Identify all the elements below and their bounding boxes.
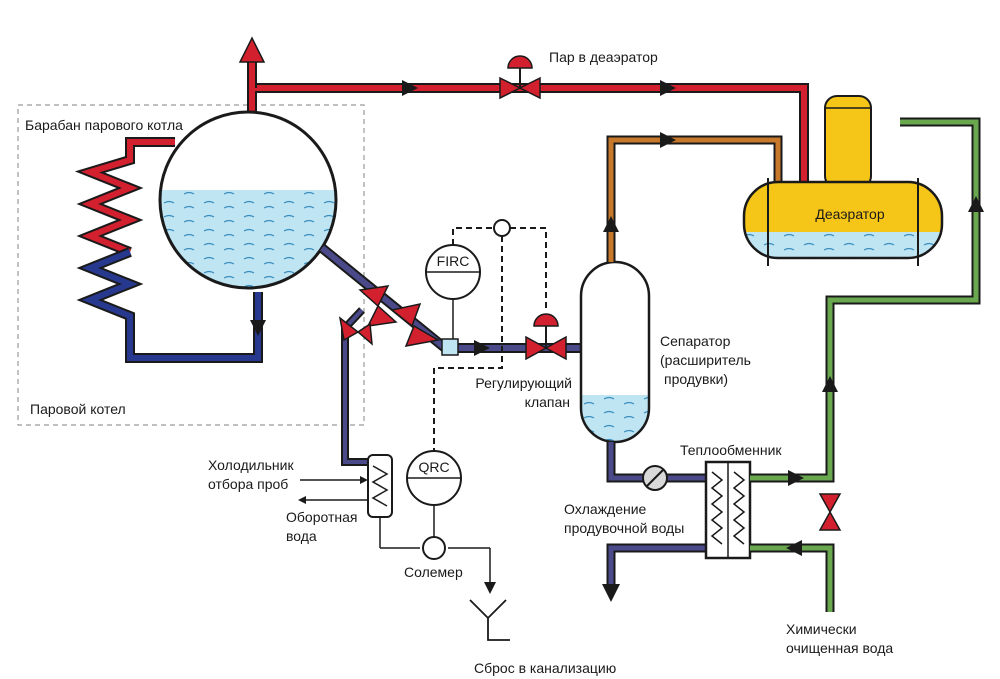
blowdown-cooling-label-1: Охлаждение	[564, 501, 647, 517]
flow-arrow	[788, 470, 804, 486]
deaerator-tank: Деаэратор	[742, 95, 944, 266]
treated-water-label-2: очищенная вода	[786, 640, 893, 656]
blowdown-valve-lower[interactable]	[338, 316, 373, 346]
recycled-water-label-1: Оборотная	[286, 509, 357, 525]
flow-arrow	[660, 80, 676, 96]
flow-arrow	[474, 340, 490, 356]
flow-sensor	[441, 338, 459, 356]
heat-exchanger	[704, 460, 752, 560]
flow-arrow	[968, 196, 984, 212]
control-valve-label-2: клапан	[525, 394, 570, 410]
flow-arrow	[786, 540, 802, 556]
bypass-valve[interactable]	[818, 493, 842, 531]
salinometer-label: Солемер	[404, 564, 463, 580]
salinometer	[422, 536, 446, 560]
flash-steam-line	[603, 132, 783, 262]
steam-to-deaerator-label: Пар в деаэратор	[549, 49, 658, 65]
recycled-water-label-2: вода	[286, 528, 317, 544]
flow-arrow	[402, 80, 418, 96]
blowdown-water-line	[602, 442, 706, 602]
control-signal-lines	[433, 227, 547, 452]
boiler-boundary	[17, 104, 365, 426]
flow-arrow	[603, 216, 619, 232]
separator-vessel	[579, 260, 651, 444]
deaerator-label: Деаэратор	[815, 206, 885, 222]
separator-label-2: (расширитель	[660, 352, 751, 368]
blowdown-valve-mid[interactable]	[390, 302, 441, 347]
drain-label: Сброс в канализацию	[474, 660, 616, 676]
firc-instrument: FIRC	[425, 244, 481, 339]
check-valve	[642, 465, 668, 491]
flow-arrow	[602, 584, 620, 602]
steam-valve[interactable]	[499, 55, 541, 100]
flow-arrow	[822, 376, 838, 392]
signal-junction	[493, 219, 511, 237]
boiler-drum	[158, 110, 338, 290]
qrc-instrument: QRC	[406, 450, 462, 538]
flow-arrow	[660, 132, 676, 148]
treated-water-label-1: Химически	[786, 621, 857, 637]
separator-label-1: Сепаратор	[660, 333, 731, 349]
separator-label-3: продувки)	[664, 371, 728, 387]
firc-label: FIRC	[437, 253, 470, 269]
qrc-label: QRC	[418, 459, 449, 475]
sample-cooler-label-1: Холодильник	[208, 457, 294, 473]
flow-arrow	[250, 320, 266, 336]
control-valve-label-1: Регулирующий	[475, 375, 572, 391]
sample-cooler-label-2: отбора проб	[208, 476, 288, 492]
sample-cooler	[298, 454, 496, 594]
drain-funnel	[469, 599, 510, 641]
blowdown-valve-upper[interactable]	[358, 285, 398, 327]
heat-exchanger-label: Теплообменник	[680, 442, 782, 458]
boiler-coils	[74, 137, 266, 363]
treated-water-line	[750, 117, 984, 612]
control-valve[interactable]	[525, 313, 567, 361]
steam-outlet-arrow	[238, 36, 266, 63]
boiler-drum-label: Барабан парового котла	[25, 117, 183, 133]
boiler-label: Паровой котел	[30, 401, 126, 417]
blowdown-cooling-label-2: продувочной воды	[564, 520, 684, 536]
